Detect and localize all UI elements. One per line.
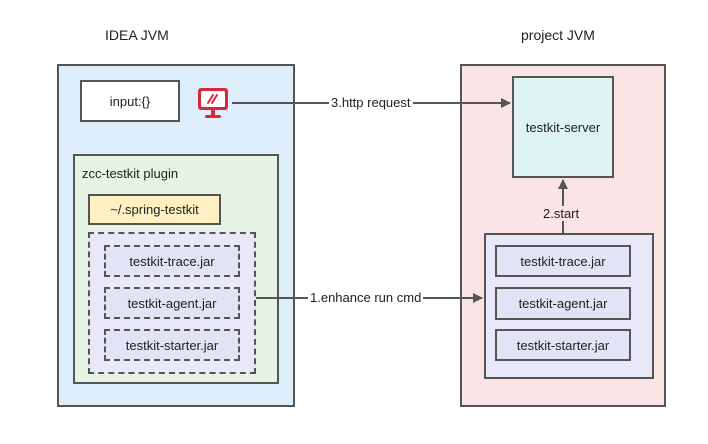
project-jvm-title: project JVM bbox=[521, 27, 595, 43]
plugin-jar-starter: testkit-starter.jar bbox=[104, 329, 240, 361]
start-label: 2.start bbox=[541, 206, 582, 221]
idea-jvm-title: IDEA JVM bbox=[105, 27, 169, 43]
project-jar-trace: testkit-trace.jar bbox=[495, 245, 631, 277]
plugin-jar-trace: testkit-trace.jar bbox=[104, 245, 240, 277]
monitor-icon bbox=[196, 86, 232, 120]
testkit-server-box: testkit-server bbox=[512, 76, 614, 178]
input-box: input:{} bbox=[80, 80, 180, 122]
project-jar-agent: testkit-agent.jar bbox=[495, 287, 631, 320]
spring-testkit-folder: ~/.spring-testkit bbox=[88, 194, 221, 225]
project-jar-starter: testkit-starter.jar bbox=[495, 329, 631, 361]
plugin-title: zcc-testkit plugin bbox=[82, 166, 179, 181]
http-request-label: 3.http request bbox=[329, 95, 413, 110]
enhance-label: 1.enhance run cmd bbox=[308, 290, 424, 305]
plugin-jar-agent: testkit-agent.jar bbox=[104, 287, 240, 319]
